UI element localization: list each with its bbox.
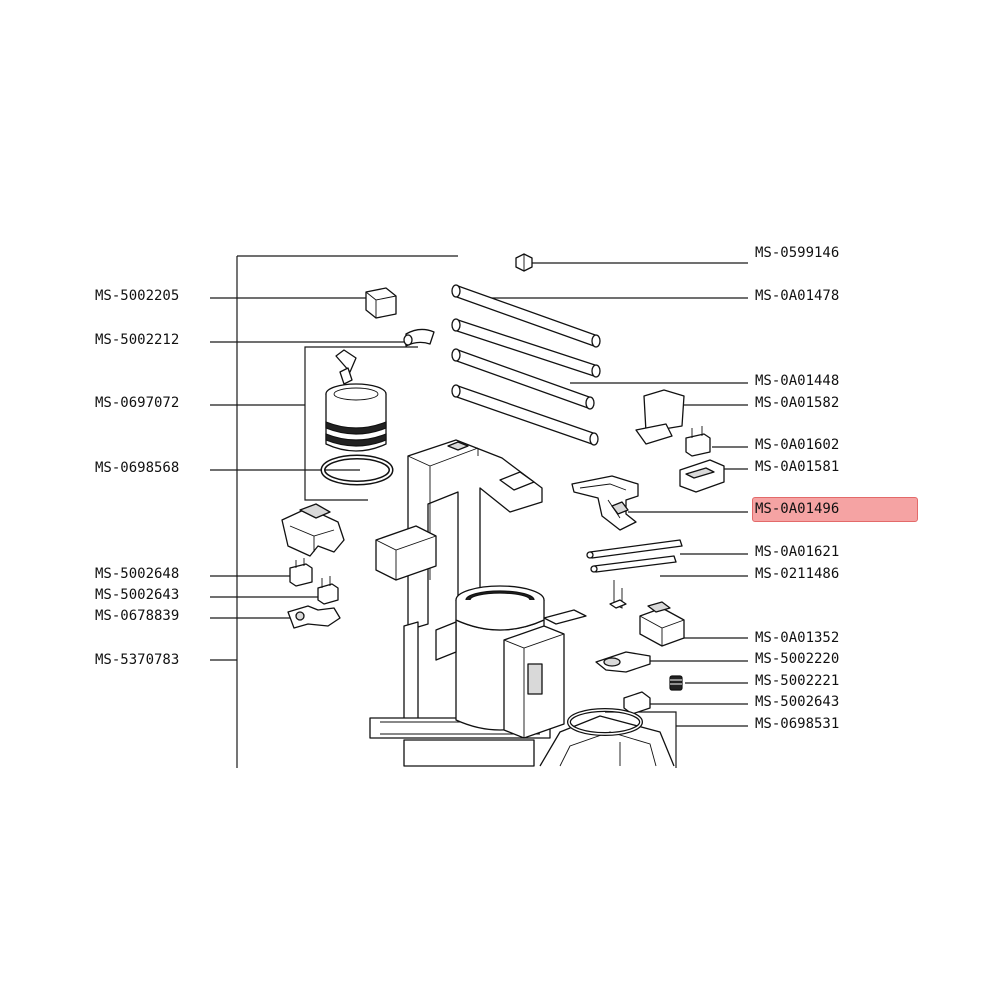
block-part [365, 287, 397, 319]
tube-part [403, 328, 435, 347]
part-label-ms-0a01621[interactable]: MS-0A01621 [755, 544, 840, 560]
part-label-ms-5002212[interactable]: MS-5002212 [95, 332, 180, 348]
part-label-ms-0a01582[interactable]: MS-0A01582 [755, 395, 840, 411]
selected-label-highlight [752, 497, 918, 522]
clip-part [515, 253, 533, 272]
part-label-ms-0678839[interactable]: MS-0678839 [95, 608, 180, 624]
o-ring-part [320, 454, 394, 486]
part-label-ms-0698531[interactable]: MS-0698531 [755, 716, 840, 732]
bracket-part-left [281, 503, 345, 557]
main-frame [369, 439, 675, 767]
rod-parts [451, 284, 601, 446]
connector-parts [287, 558, 341, 629]
part-label-ms-5002643-left[interactable]: MS-5002643 [95, 587, 180, 603]
part-label-ms-0599146[interactable]: MS-0599146 [755, 245, 840, 261]
part-label-ms-0a01496[interactable]: MS-0A01496 [755, 501, 840, 517]
part-label-ms-0a01448[interactable]: MS-0A01448 [755, 373, 840, 389]
leader-lines [210, 255, 748, 768]
part-label-ms-5002221[interactable]: MS-5002221 [755, 673, 840, 689]
cylinder-part [325, 349, 387, 452]
part-label-ms-0698568[interactable]: MS-0698568 [95, 460, 180, 476]
part-label-ms-0a01478[interactable]: MS-0A01478 [755, 288, 840, 304]
part-label-ms-0a01602[interactable]: MS-0A01602 [755, 437, 840, 453]
part-label-ms-5002648[interactable]: MS-5002648 [95, 566, 180, 582]
part-label-ms-5002205[interactable]: MS-5002205 [95, 288, 180, 304]
part-label-ms-0697072[interactable]: MS-0697072 [95, 395, 180, 411]
right-parts [567, 389, 725, 736]
part-label-ms-0211486[interactable]: MS-0211486 [755, 566, 840, 582]
part-label-ms-5370783[interactable]: MS-5370783 [95, 652, 180, 668]
part-label-ms-5002643-right[interactable]: MS-5002643 [755, 694, 840, 710]
part-label-ms-0a01352[interactable]: MS-0A01352 [755, 630, 840, 646]
part-label-ms-0a01581[interactable]: MS-0A01581 [755, 459, 840, 475]
part-label-ms-5002220[interactable]: MS-5002220 [755, 651, 840, 667]
